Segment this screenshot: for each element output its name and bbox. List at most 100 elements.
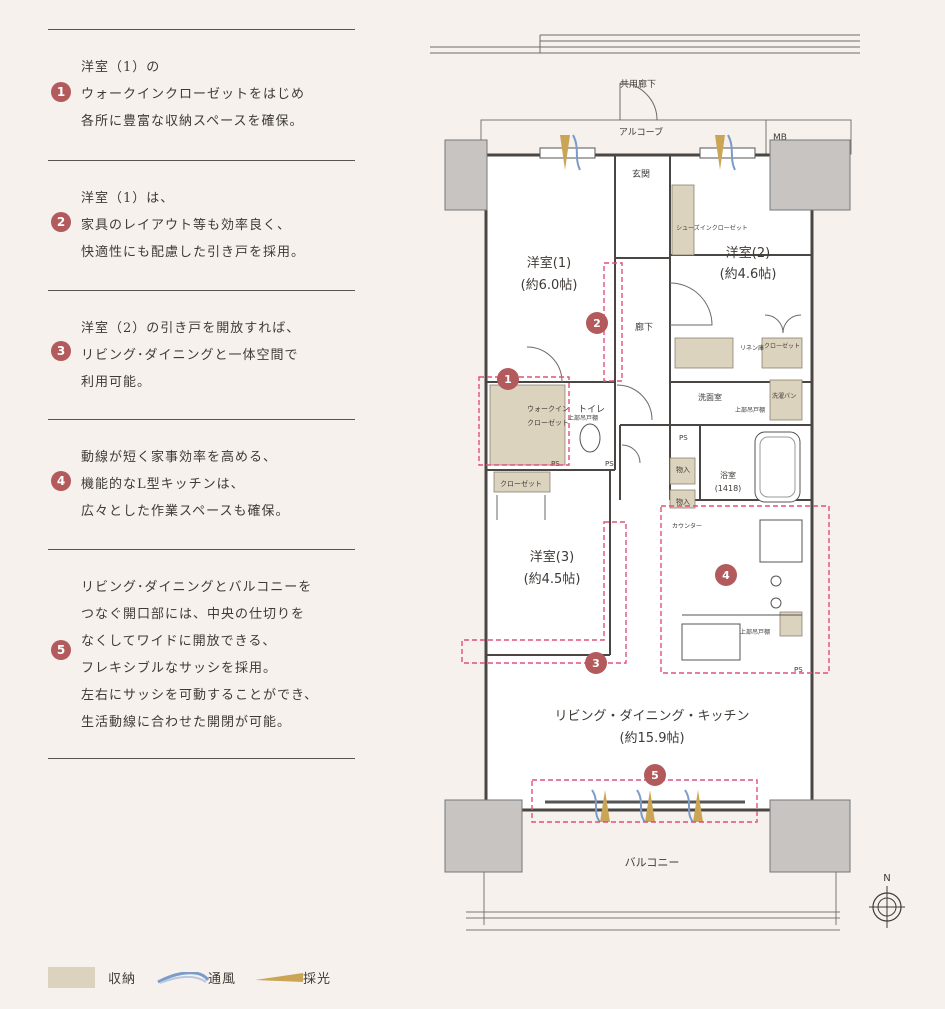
- wash-room-label: 洗面室: [698, 392, 722, 402]
- room1-size: (約6.0帖): [521, 278, 578, 293]
- window-room2: [699, 147, 756, 159]
- feature-text: 洋室（1）は、 家具のレイアウト等も効率良く、 快適性にも配慮した引き戸を採用。: [81, 191, 306, 260]
- ps-label-4: PS: [794, 666, 803, 674]
- bathtub: [754, 431, 801, 503]
- room2-name: 洋室(2): [726, 245, 770, 261]
- ps-label-1: PS: [551, 460, 560, 468]
- storage-a-label: 物入: [676, 465, 690, 474]
- hallway-label: 廊下: [635, 321, 653, 333]
- highlight-3: [461, 521, 627, 664]
- lighting-icon: [255, 973, 303, 982]
- feature-item: 1 洋室（1）の ウォークインクローゼットをはじめ 各所に豊富な収納スペースを確…: [48, 30, 355, 161]
- feature-number-badge: 4: [51, 471, 71, 491]
- ventilation-icon: [636, 789, 646, 823]
- ventilation-icon: [157, 972, 210, 984]
- ps-label-2: PS: [605, 460, 614, 468]
- room3-name: 洋室(3): [530, 549, 574, 565]
- ldk-name: リビング・ダイニング・キッチン: [554, 709, 749, 724]
- pillar-bottom-right: [769, 799, 851, 873]
- feature-text: リビング･ダイニングとバルコニーを つなぐ開口部には、中央の仕切りを なくしてワ…: [81, 580, 319, 730]
- highlight-1: [478, 376, 570, 466]
- room3-size: (約4.5帖): [524, 572, 581, 587]
- bath-size-label: (1418): [715, 484, 742, 493]
- balcony-label: バルコニー: [625, 856, 680, 869]
- closet3-label: クローゼット: [500, 479, 542, 488]
- toilet-upper-cabinet-label: 上部吊戸棚: [568, 414, 598, 422]
- storage-b-label: 物入: [676, 497, 690, 506]
- ventilation-icon: [727, 134, 736, 171]
- lighting-icon: [645, 790, 655, 822]
- lighting-icon: [693, 790, 703, 822]
- closet2-label: クローゼット: [764, 342, 800, 350]
- toilet-fixture: [579, 423, 601, 453]
- marker-1-circle: [497, 368, 519, 390]
- door-swings: [496, 82, 802, 520]
- bathtub-inner: [759, 436, 796, 498]
- feature-number-badge: 2: [51, 212, 71, 232]
- pillar-top-right: [769, 139, 851, 211]
- feature-text: 洋室（2）の引き戸を開放すれば、 リビング･ダイニングと一体空間で 利用可能。: [81, 321, 301, 390]
- marker-5-circle: [644, 764, 666, 786]
- ps-label-3: PS: [679, 434, 688, 442]
- ventilation-icon: [684, 789, 694, 823]
- feature-number-badge: 3: [51, 341, 71, 361]
- feature-item: 4 動線が短く家事効率を高める、 機能的なL型キッチンは、 広々とした作業スペー…: [48, 420, 355, 550]
- ventilation-icon: [572, 134, 581, 171]
- pillar-bottom-left: [444, 799, 523, 873]
- room-labels: 洋室(1) (約6.0帖) 洋室(2) (約4.6帖) 洋室(3) (約4.5帖…: [521, 245, 777, 746]
- feature-number-badge: 1: [51, 82, 71, 102]
- mb-label: MB: [773, 133, 787, 143]
- wic-label-line2: クローゼット: [527, 418, 569, 427]
- corridor-label: 共用廊下: [620, 78, 656, 90]
- shoe-closet-label: シューズインクローゼット: [676, 224, 748, 232]
- marker-3: 3: [592, 657, 600, 670]
- kitchen-fridge: [759, 519, 803, 563]
- kitchen-sink: [681, 623, 741, 661]
- pillar-top-left: [444, 139, 488, 211]
- marker-2-circle: [586, 312, 608, 334]
- room2-size: (約4.6帖): [720, 267, 777, 282]
- airflow-icons: [560, 134, 736, 823]
- marker-1: 1: [504, 373, 512, 386]
- legend-storage-label: 収納: [108, 972, 137, 987]
- marker-3-circle: [585, 652, 607, 674]
- wash-upper-cabinet-label: 上部吊戸棚: [735, 406, 765, 414]
- marker-5: 5: [651, 769, 659, 782]
- plan-markers: 1 2 3 4 5: [497, 312, 737, 786]
- alcove-label: アルコーブ: [619, 126, 663, 138]
- feature-text: 動線が短く家事効率を高める、 機能的なL型キッチンは、 広々とした作業スペースも…: [81, 450, 290, 519]
- fixture-labels: 玄関 シューズインクローゼット ウォークイン クローゼット トイレ 上部吊戸棚 …: [500, 168, 803, 674]
- legend-lighting-label: 採光: [303, 972, 332, 987]
- kitchen-upper-cabinet-label: 上部吊戸棚: [740, 628, 770, 636]
- feature-number-badge: 5: [51, 640, 71, 660]
- stove-burner-1: [770, 575, 782, 587]
- feature-item: 3 洋室（2）の引き戸を開放すれば、 リビング･ダイニングと一体空間で 利用可能…: [48, 291, 355, 420]
- entrance-label: 玄関: [632, 168, 650, 180]
- storage-areas: [489, 184, 803, 637]
- toilet-label: トイレ: [578, 405, 605, 415]
- wic-label-line1: ウォークイン: [527, 405, 569, 413]
- marker-4: 4: [722, 569, 730, 582]
- linen-label: リネン庫: [740, 344, 764, 352]
- storage-swatch: [48, 967, 95, 988]
- feature-text: 洋室（1）の ウォークインクローゼットをはじめ 各所に豊富な収納スペースを確保。: [81, 60, 306, 129]
- room1-name: 洋室(1): [527, 255, 571, 271]
- compass-icon: N: [869, 873, 905, 928]
- highlight-4: [660, 505, 830, 674]
- corridor-rail: [430, 34, 860, 54]
- marker-2: 2: [593, 317, 601, 330]
- ventilation-icon: [591, 789, 601, 823]
- washer-pan-label: 洗濯パン: [772, 392, 796, 400]
- compass-north-label: N: [883, 873, 890, 884]
- feature-item: 5 リビング･ダイニングとバルコニーを つなぐ開口部には、中央の仕切りを なくし…: [48, 550, 355, 759]
- counter-label: カウンター: [672, 522, 702, 530]
- bath-label: 浴室: [720, 470, 736, 480]
- stove-burner-2: [770, 597, 782, 609]
- marker-4-circle: [715, 564, 737, 586]
- lighting-icon: [560, 135, 570, 170]
- lighting-icon: [715, 135, 725, 170]
- legend-ventilation-label: 通風: [208, 972, 237, 987]
- highlight-5: [531, 779, 758, 823]
- ldk-size: (約15.9帖): [619, 731, 684, 746]
